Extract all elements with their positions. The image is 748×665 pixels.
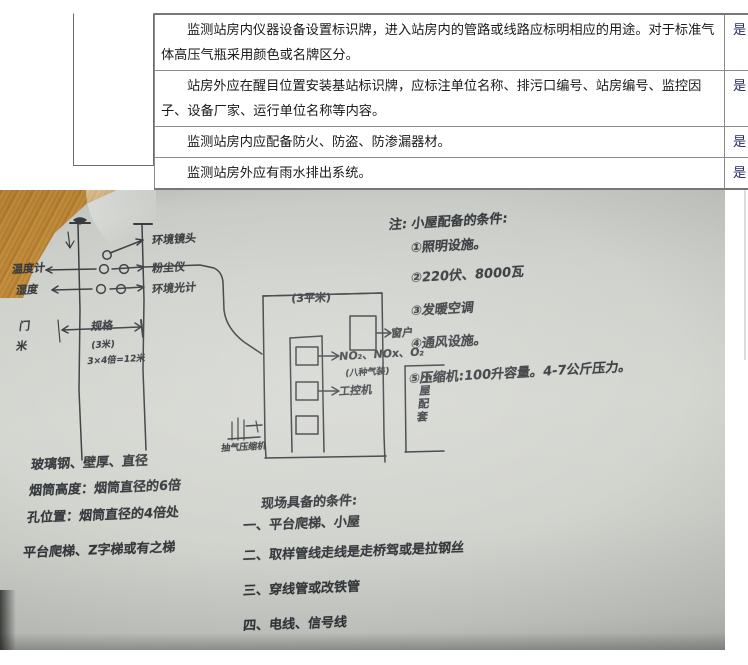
label-temp-sensor: 温度计 (11, 261, 46, 277)
handwritten-sketch-photo: 环境镜头 粉尘仪 环境光计 温度计 湿度 门 米 规格 (3米) 3×4倍=12… (0, 190, 725, 650)
table-row: 监测站房内应配备防火、防盗、防渗漏器材。 是 (154, 126, 748, 158)
label-dust-meter: 粉尘仪 (151, 260, 186, 276)
photo-right-edge-line (744, 190, 746, 360)
label-span: 规格 (90, 318, 114, 334)
label-span-unit: (3米) (90, 339, 116, 352)
status-mark-cell: 是 (724, 13, 748, 71)
status-mark-cell: 是 (724, 70, 748, 127)
photo-right-gutter (725, 190, 748, 650)
requirement-text-cell: 监测站房内仪器设备设置标识牌，进入站房内的管路或线路应标明相应的用途。对于标准气… (154, 13, 725, 71)
table-row: 监测站房内仪器设备设置标识牌，进入站房内的管路或线路应标明相应的用途。对于标准气… (154, 13, 748, 71)
paper-surface (0, 190, 725, 650)
requirement-text-cell: 监测站房外应有雨水排出系统。 (154, 157, 725, 190)
table-merged-left-column (73, 13, 154, 166)
table-row: 站房外应在醒目位置安装基站标识牌，应标注单位名称、排污口编号、站房编号、监控因子… (154, 70, 748, 127)
note-bottom-title: 现场具备的条件: (260, 493, 358, 513)
requirement-text-cell: 站房外应在醒目位置安装基站标识牌，应标注单位名称、排污口编号、站房编号、监控因子… (154, 70, 725, 127)
requirement-text-cell: 监测站房内应配备防火、防盗、防渗漏器材。 (154, 126, 725, 158)
label-gas-line-note: (八种气装) (344, 366, 390, 380)
label-platform-mark: 门 (18, 319, 31, 334)
label-roof-area: (3平米) (290, 291, 332, 306)
photo-left-shadow (0, 590, 16, 650)
label-platform-mark2: 米 (15, 339, 28, 354)
photo-bottom-shadow (0, 634, 725, 650)
label-humidity-sensor: 湿度 (15, 282, 39, 298)
table-row: 监测站房外应有雨水排出系统。 是 (154, 157, 748, 190)
label-industrial-pc: 工控机 (338, 383, 373, 399)
document-table-region: 监测站房内仪器设备设置标识牌，进入站房内的管路或线路应标明相应的用途。对于标准气… (0, 0, 748, 190)
requirements-table: 监测站房内仪器设备设置标识牌，进入站房内的管路或线路应标明相应的用途。对于标准气… (154, 13, 748, 190)
status-mark-cell: 是 (724, 157, 748, 190)
label-pump: 抽气压缩机 (220, 441, 267, 455)
label-ambient-light: 环境光计 (151, 280, 197, 297)
note-bottom-item: 四、电线、信号线 (242, 615, 348, 635)
label-probe-top: 环境镜头 (151, 231, 197, 248)
note-right-item: ③发暖空调 (410, 300, 475, 320)
status-mark-cell: 是 (724, 126, 748, 158)
